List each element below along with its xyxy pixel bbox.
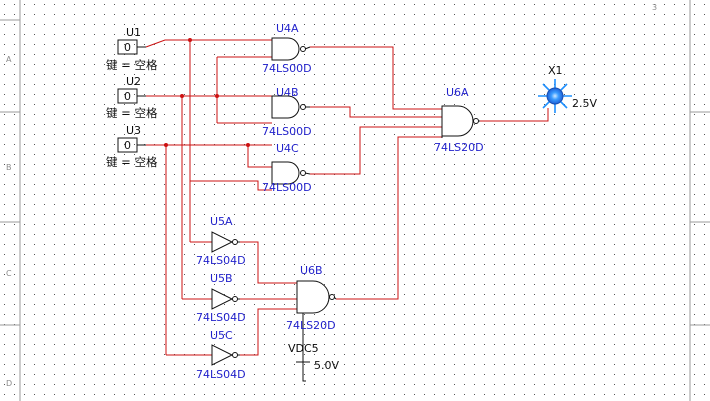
vdc5-ref: VDC5 [288,342,319,355]
gate-u6a-part: 74LS20D [434,141,484,154]
junctions [164,38,250,147]
switch-u3-key-label: 键 = 空格 [106,155,158,169]
nand-gate-u4c[interactable]: U4C 74LS00D [262,142,312,194]
gate-u5a-ref: U5A [210,215,233,228]
inverter-u5b[interactable]: U5B 74LS04D [196,272,246,324]
switch-u3[interactable]: U3 0 键 = 空格 [106,124,158,169]
nand4-gate-u6b[interactable]: U6B 74LS20D [286,264,337,332]
probe-x1-value: 2.5V [572,97,597,110]
switch-u2-state: 0 [124,90,131,103]
nand-gate-u4b[interactable]: U4B 74LS00D [262,86,312,138]
gate-u4b-part: 74LS00D [262,125,312,138]
gate-u4a-ref: U4A [276,22,299,35]
gate-u5c-part: 74LS04D [196,368,246,381]
wires [145,39,549,356]
border-label-d: D [6,379,12,388]
switch-u1-ref: U1 [126,26,141,39]
border-label-c: C [6,269,12,278]
switch-u3-ref: U3 [126,124,141,137]
border-label-col: 3 [652,3,657,12]
gate-u4c-part: 74LS00D [262,181,312,194]
switch-u1[interactable]: U1 0 键 = 空格 [106,26,158,72]
gate-u4c-ref: U4C [276,142,299,155]
gate-u5b-part: 74LS04D [196,311,246,324]
probe-x1-ref: X1 [548,64,563,77]
dc-source-vdc5[interactable]: VDC5 5.0V [288,342,339,372]
gate-u5c-ref: U5C [210,329,233,342]
vdc5-value: 5.0V [314,359,339,372]
inverter-u5a[interactable]: U5A 74LS04D [196,215,246,267]
probe-x1[interactable]: X1 2.5V [538,64,597,113]
switch-u3-state: 0 [124,139,131,152]
inverter-u5c[interactable]: U5C 74LS04D [196,329,246,381]
gate-u6b-part: 74LS20D [286,319,336,332]
nand4-gate-u6a[interactable]: U6A 74LS20D [434,86,484,154]
switch-u2-key-label: 键 = 空格 [106,106,158,120]
gate-u5a-part: 74LS04D [196,254,246,267]
switch-u2[interactable]: U2 0 键 = 空格 [106,75,158,120]
gate-u6a-ref: U6A [446,86,469,99]
supply-wires [302,313,306,382]
border-label-b: B [6,163,12,172]
switch-u1-state: 0 [124,41,131,54]
switch-u1-key-label: 键 = 空格 [106,58,158,72]
border-label-a: A [6,55,12,64]
gate-u4a-part: 74LS00D [262,62,312,75]
nand-gate-u4a[interactable]: U4A 74LS00D [262,22,312,75]
gate-u5b-ref: U5B [210,272,233,285]
switch-u2-ref: U2 [126,75,141,88]
gate-u6b-ref: U6B [300,264,323,277]
